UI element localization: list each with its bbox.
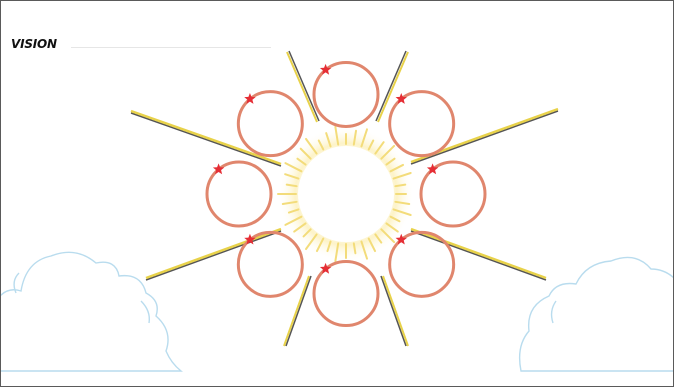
cloud-left	[1, 252, 181, 371]
ring-4	[390, 232, 454, 296]
ring-8	[238, 92, 302, 156]
ring-2	[390, 92, 454, 156]
central-burst	[278, 126, 414, 262]
ring-6	[238, 232, 302, 296]
ring-7	[207, 162, 271, 226]
title-underline	[71, 47, 271, 48]
cloud-right	[520, 257, 674, 371]
ring-1	[314, 62, 378, 126]
page-title: VISION	[11, 37, 57, 51]
ray-bottom-left	[284, 276, 311, 346]
ray-bottom-right	[381, 276, 408, 346]
ray-left-lower	[146, 229, 281, 280]
ring-5	[314, 262, 378, 326]
ring-3	[421, 162, 485, 226]
center-circle	[298, 146, 394, 242]
ray-left-upper	[131, 111, 281, 166]
ray-right-lower	[411, 229, 546, 280]
ray-right-upper	[411, 109, 558, 164]
